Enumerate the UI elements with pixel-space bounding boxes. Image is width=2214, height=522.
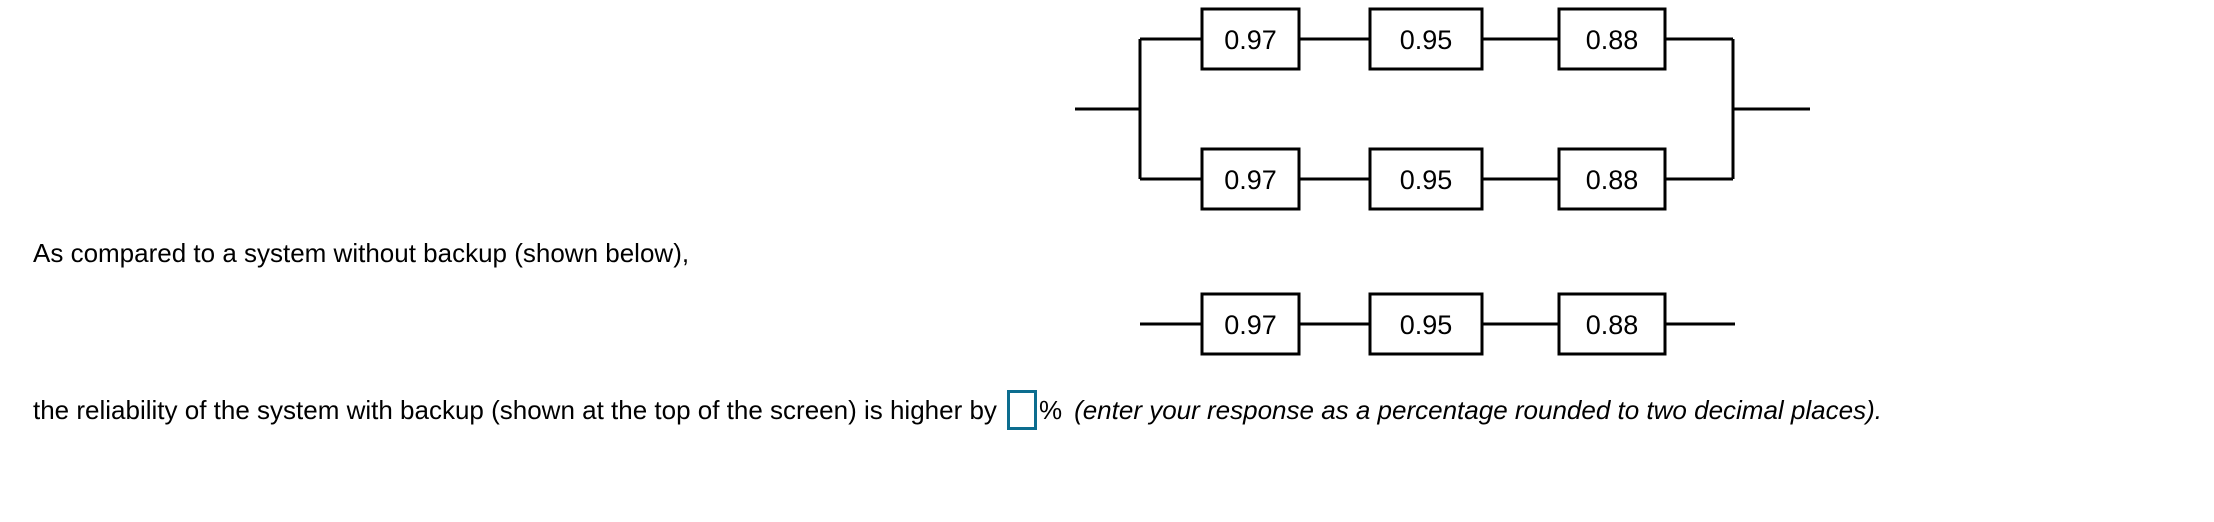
series-component-2-box [1368, 292, 1484, 356]
system-with-backup-svg: 0.97 0.95 0.88 0.97 0.95 0.88 [1075, 7, 1810, 211]
series-component-3-label: 0.88 [1586, 310, 1639, 340]
series-component-3-box [1557, 292, 1667, 356]
top-branch-component-2-label: 0.95 [1400, 25, 1453, 55]
answer-statement-line: the reliability of the system with backu… [33, 390, 1882, 430]
compared-to-statement: As compared to a system without backup (… [33, 238, 690, 268]
percentage-answer-input[interactable] [1006, 390, 1037, 430]
percent-sign-label: % [1038, 395, 1063, 425]
top-branch-component-1-label: 0.97 [1224, 25, 1277, 55]
bottom-branch-component-3-box [1557, 147, 1667, 211]
series-component-2-label: 0.95 [1400, 310, 1453, 340]
bottom-branch-component-3-label: 0.88 [1586, 165, 1639, 195]
answer-statement-prefix: the reliability of the system with backu… [33, 395, 997, 425]
top-branch-component-3-label: 0.88 [1586, 25, 1639, 55]
series-component-1-box [1200, 292, 1301, 356]
response-format-hint: (enter your response as a percentage rou… [1074, 395, 1882, 425]
system-with-backup-diagram: 0.97 0.95 0.88 0.97 0.95 0.88 [1065, 0, 1820, 225]
system-without-backup-diagram: 0.97 0.95 0.88 [1130, 285, 1750, 365]
bottom-branch-component-1-box [1200, 147, 1301, 211]
bottom-branch-component-2-label: 0.95 [1400, 165, 1453, 195]
system-without-backup-svg: 0.97 0.95 0.88 [1140, 292, 1735, 356]
top-branch-component-1-box [1200, 7, 1301, 71]
bottom-branch-component-1-label: 0.97 [1224, 165, 1277, 195]
series-component-1-label: 0.97 [1224, 310, 1277, 340]
